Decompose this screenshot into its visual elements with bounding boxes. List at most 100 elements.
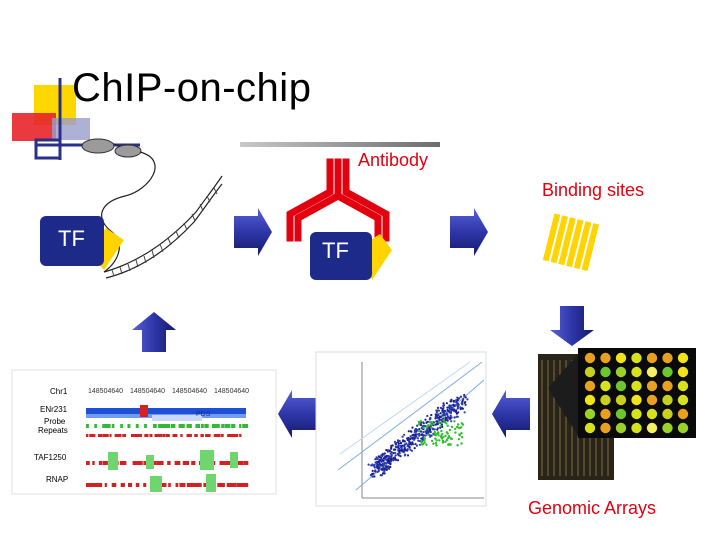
array-spot — [615, 422, 627, 434]
scatter-point — [426, 420, 429, 423]
scatter-point — [446, 413, 449, 416]
scatter-point — [388, 459, 391, 463]
coord-3: 148504640 — [172, 388, 208, 395]
array-spot — [615, 352, 627, 364]
coord-2: 148504640 — [130, 388, 166, 395]
browser-track-mark — [89, 434, 94, 437]
array-spot — [662, 366, 673, 378]
browser-track-mark — [86, 461, 90, 465]
scatter-point — [376, 462, 379, 465]
array-spot — [662, 352, 673, 364]
browser-track-mark — [232, 483, 237, 487]
browser-track-mark — [231, 424, 236, 428]
array-spot — [584, 408, 596, 420]
scatter-point — [446, 418, 449, 421]
scatter-point — [456, 396, 459, 399]
scatter-point-enriched — [419, 420, 422, 423]
scatter-point — [439, 426, 442, 429]
browser-track-mark — [186, 434, 192, 437]
scatter-point — [448, 417, 451, 420]
array-spot — [677, 380, 689, 392]
browser-peak — [206, 474, 216, 492]
scatter-point-enriched — [423, 441, 426, 444]
scatter-point — [418, 443, 421, 446]
array-spot — [662, 422, 673, 434]
scatter-point — [453, 416, 456, 419]
scatter-point — [421, 433, 424, 436]
scatter-point-enriched — [456, 444, 459, 447]
scatter-point — [454, 404, 457, 407]
scatter-point-enriched — [446, 437, 450, 440]
scatter-point — [424, 418, 427, 421]
browser-track-mark — [170, 424, 176, 428]
track-label-rnap: RNAP — [46, 475, 69, 484]
browser-track-mark — [154, 434, 160, 437]
browser-track-mark — [219, 461, 226, 465]
browser-track-mark — [186, 424, 192, 428]
browser-track-mark — [242, 424, 249, 428]
browser-track-mark — [161, 461, 164, 465]
scatter-point — [463, 401, 466, 404]
scatter-point — [412, 436, 415, 439]
scatter-point-enriched — [461, 423, 465, 426]
browser-track-mark — [236, 483, 242, 487]
browser-track-mark — [109, 434, 112, 437]
scatter-point — [393, 448, 396, 451]
array-spot — [677, 366, 689, 378]
browser-track-mark — [136, 461, 143, 465]
scatter-point — [370, 473, 374, 476]
scatter-point — [442, 406, 445, 409]
scatter-point-enriched — [440, 421, 443, 425]
browser-track-mark — [105, 424, 111, 428]
array-spot — [631, 422, 642, 434]
scatter-point — [435, 409, 438, 412]
scatter-point-enriched — [437, 434, 440, 437]
scatter-point-enriched — [442, 435, 445, 439]
scatter-point — [452, 403, 455, 406]
browser-track-mark — [120, 424, 123, 428]
browser-track-mark — [232, 434, 239, 437]
array-spot — [584, 380, 596, 392]
scatter-point-enriched — [458, 426, 461, 430]
array-spot — [677, 394, 689, 406]
browser-track-mark — [192, 483, 198, 487]
scatter-point — [374, 458, 377, 461]
scatter-point — [411, 426, 414, 429]
scatter-point-enriched — [428, 421, 432, 424]
browser-track-mark — [95, 483, 102, 487]
scatter-point — [399, 442, 403, 445]
scatter-point — [407, 436, 410, 440]
scatter-point-enriched — [422, 426, 425, 429]
scatter-point-enriched — [417, 420, 420, 424]
scatter-point — [409, 430, 412, 433]
scatter-point — [373, 466, 376, 469]
scatter-point — [463, 411, 466, 414]
scatter-point — [412, 443, 415, 446]
scatter-point — [372, 464, 375, 467]
scatter-point-enriched — [440, 433, 443, 436]
browser-track-mark — [94, 424, 97, 428]
browser-track-mark — [194, 434, 198, 437]
scatter-point — [458, 397, 461, 400]
browser-track-mark — [156, 461, 162, 465]
track-label-chr1: Chr1 — [50, 387, 68, 396]
scatter-point — [389, 455, 392, 459]
browser-track-mark — [175, 483, 179, 487]
scatter-point-enriched — [450, 425, 454, 429]
array-spot — [584, 366, 596, 378]
browser-track-mark — [102, 461, 108, 465]
scatter-point — [379, 463, 382, 466]
scatter-point — [437, 414, 440, 417]
scatter-point — [394, 454, 397, 457]
scatter-point — [450, 404, 453, 407]
scatter-point — [408, 440, 411, 443]
scatter-point — [450, 420, 453, 423]
scatter-point — [441, 414, 444, 417]
browser-track-mark — [179, 483, 184, 487]
array-spot — [631, 380, 642, 392]
antibody-label: Antibody — [358, 150, 429, 170]
scatter-point-enriched — [434, 442, 438, 445]
scatter-point-enriched — [444, 440, 447, 443]
browser-track-mark — [102, 424, 107, 428]
browser-track-mark — [227, 434, 234, 437]
